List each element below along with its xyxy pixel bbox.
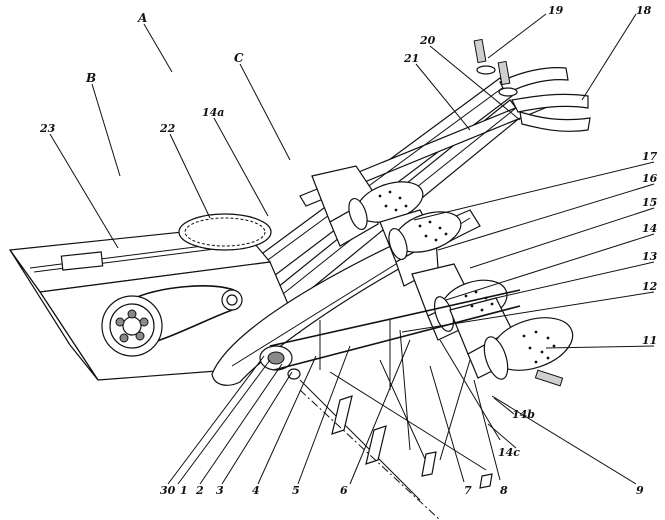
label-7: 7 xyxy=(464,484,472,497)
label-9: 9 xyxy=(636,484,644,497)
label-22: 22 xyxy=(159,122,176,135)
label-11: 11 xyxy=(642,334,657,347)
label-8: 8 xyxy=(500,484,508,497)
label-B: B xyxy=(85,71,96,85)
label-20: 20 xyxy=(419,34,436,47)
side-pulley-belt xyxy=(101,285,243,357)
label-12: 12 xyxy=(642,280,658,293)
adjusting-screws xyxy=(473,38,518,97)
label-18: 18 xyxy=(636,4,652,17)
handle-grips xyxy=(499,67,591,132)
label-A: A xyxy=(137,11,147,25)
label-2: 2 xyxy=(195,484,204,497)
part-labels: A B C 23 22 14a 21 20 19 18 17 16 15 14 … xyxy=(39,4,658,497)
label-5: 5 xyxy=(292,484,300,497)
label-19: 19 xyxy=(548,4,564,17)
label-13: 13 xyxy=(642,250,658,263)
label-23: 23 xyxy=(39,122,56,135)
label-14c: 14c xyxy=(498,446,520,459)
label-3: 3 xyxy=(216,484,224,497)
label-14: 14 xyxy=(642,222,657,235)
label-C: C xyxy=(234,51,244,65)
toothed-gear xyxy=(178,213,272,251)
label-4: 4 xyxy=(252,484,260,497)
seed-unit-1 xyxy=(311,165,424,247)
label-16: 16 xyxy=(642,172,658,185)
label-15: 15 xyxy=(642,196,657,209)
seed-unit-4 xyxy=(449,297,574,387)
label-14a: 14a xyxy=(202,106,224,119)
label-17: 17 xyxy=(642,150,658,163)
seed-unit-2 xyxy=(379,209,462,287)
lower-frame xyxy=(259,289,521,520)
label-30: 30 xyxy=(160,484,176,497)
leader-lines xyxy=(49,13,655,485)
label-1: 1 xyxy=(180,484,188,497)
label-21: 21 xyxy=(403,52,419,65)
label-6: 6 xyxy=(340,484,348,497)
label-14b: 14b xyxy=(512,408,535,421)
